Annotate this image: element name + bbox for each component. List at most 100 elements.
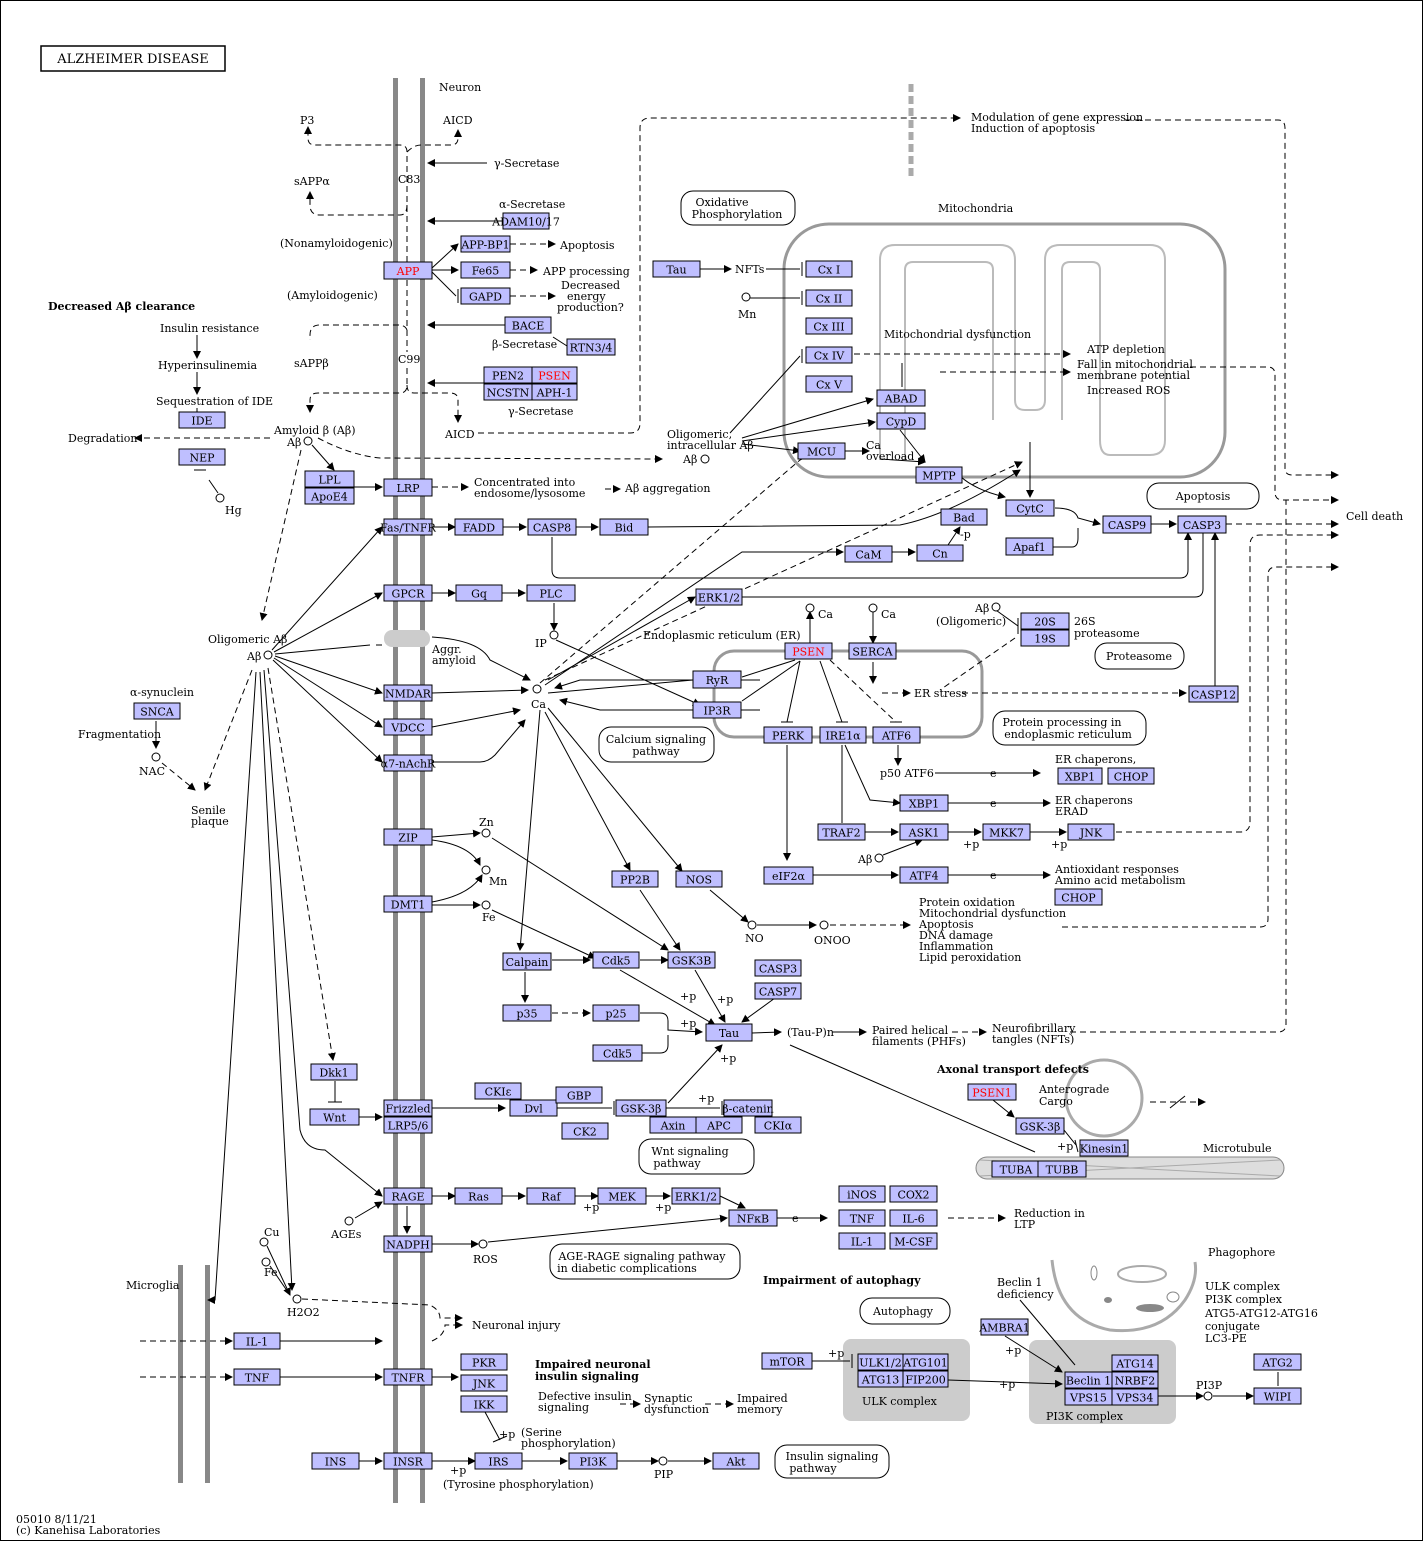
gene-irs[interactable]: IRS <box>474 1452 523 1470</box>
gene-cdk5b[interactable]: Cdk5 <box>592 1044 643 1062</box>
gene-nep[interactable]: NEP <box>178 448 226 466</box>
gene-s20[interactable]: 20S <box>1020 612 1070 630</box>
gene-lpl[interactable]: LPL <box>304 470 355 488</box>
gene-dvl[interactable]: Dvl <box>509 1099 558 1117</box>
gene-p25[interactable]: p25 <box>592 1004 640 1022</box>
gene-gbp[interactable]: GBP <box>555 1086 603 1104</box>
gene-rtn[interactable]: RTN3/4 <box>566 338 616 356</box>
gene-casp7[interactable]: CASP7 <box>754 982 802 1000</box>
gene-cypd[interactable]: CypD <box>876 412 926 430</box>
gene-mtor[interactable]: mTOR <box>761 1352 813 1370</box>
gene-pp2b[interactable]: PP2B <box>611 870 659 888</box>
gene-axin[interactable]: Axin <box>649 1116 697 1134</box>
gene-adam[interactable]: ADAM10/17 <box>491 212 560 230</box>
gene-fe65[interactable]: Fe65 <box>460 261 511 279</box>
gene-chopb[interactable]: CHOP <box>1054 888 1103 906</box>
gene-ask1[interactable]: ASK1 <box>899 823 949 841</box>
gene-ikk[interactable]: IKK <box>460 1395 508 1413</box>
gene-fastnfr[interactable]: Fas/TNFR <box>380 518 437 536</box>
gene-bad[interactable]: Bad <box>940 508 988 526</box>
gene-psen_er[interactable]: PSEN <box>784 642 833 660</box>
gene-mcsf[interactable]: M-CSF <box>889 1232 938 1250</box>
wnt-pathway-link[interactable]: Wnt signaling pathway <box>638 1138 755 1175</box>
oxphos-pathway-link[interactable]: Oxidative Phosphorylation <box>680 190 796 226</box>
gene-abad[interactable]: ABAD <box>876 389 926 407</box>
gene-gapd[interactable]: GAPD <box>460 287 511 305</box>
gene-ncstn[interactable]: NCSTN <box>483 383 533 401</box>
gene-gq[interactable]: Gq <box>455 584 503 602</box>
insulin-pathway-link[interactable]: Insulin signaling pathway <box>774 1444 890 1479</box>
gene-tnfr[interactable]: TNFR <box>383 1368 433 1386</box>
gene-cx1[interactable]: Cx I <box>805 260 853 278</box>
gene-tau_top[interactable]: Tau <box>652 260 701 278</box>
gene-pi3k[interactable]: PI3K <box>568 1452 618 1470</box>
gene-mcu[interactable]: MCU <box>797 442 846 460</box>
gene-atg2[interactable]: ATG2 <box>1253 1353 1302 1371</box>
gene-psen1[interactable]: PSEN1 <box>967 1083 1017 1101</box>
gene-serca[interactable]: SERCA <box>848 642 897 660</box>
gene-pkr[interactable]: PKR <box>460 1353 508 1371</box>
gene-gsk3b_w[interactable]: GSK-3β <box>615 1099 667 1117</box>
gene-erk12a[interactable]: ERK1/2 <box>695 588 743 606</box>
apoptosis-pathway-link[interactable]: Apoptosis <box>1146 482 1260 510</box>
gene-chopa[interactable]: CHOP <box>1107 767 1155 785</box>
gene-casp3[interactable]: CASP3 <box>1177 515 1227 534</box>
gene-casp9[interactable]: CASP9 <box>1102 515 1152 534</box>
gene-tnf[interactable]: TNF <box>233 1368 281 1386</box>
gene-wipi[interactable]: WIPI <box>1253 1387 1302 1405</box>
gene-vps34[interactable]: VPS34 <box>1111 1388 1159 1406</box>
gene-app[interactable]: APP <box>383 261 433 280</box>
gene-cam[interactable]: CaM <box>844 545 893 563</box>
gene-raf[interactable]: Raf <box>526 1187 576 1205</box>
gene-vps15[interactable]: VPS15 <box>1064 1388 1113 1406</box>
gene-kinesin[interactable]: Kinesin1 <box>1079 1139 1129 1157</box>
gene-il6[interactable]: IL-6 <box>889 1209 938 1227</box>
gene-xbp1b[interactable]: XBP1 <box>899 794 949 812</box>
gene-aph1[interactable]: APH-1 <box>531 383 578 401</box>
gene-inos[interactable]: iNOS <box>838 1185 886 1203</box>
gene-mptp[interactable]: MPTP <box>915 466 963 484</box>
gene-atg13[interactable]: ATG13 <box>857 1370 904 1388</box>
gene-atg101[interactable]: ATG101 <box>902 1353 949 1371</box>
gene-s19[interactable]: 19S <box>1020 629 1070 647</box>
gene-psen_a[interactable]: PSEN <box>531 366 578 384</box>
gene-plc[interactable]: PLC <box>526 584 576 602</box>
gene-apaf1[interactable]: Apaf1 <box>1005 537 1054 556</box>
gene-erk12b[interactable]: ERK1/2 <box>671 1187 721 1205</box>
gene-bid[interactable]: Bid <box>599 518 649 536</box>
gene-xbp1a[interactable]: XBP1 <box>1057 767 1103 785</box>
gene-eif2a[interactable]: eIF2α <box>763 866 814 885</box>
gene-tuba[interactable]: TUBA <box>991 1160 1041 1178</box>
gene-zip[interactable]: ZIP <box>383 828 433 846</box>
calcium-pathway-link[interactable]: Calcium signaling pathway <box>598 726 715 763</box>
gene-casp3b[interactable]: CASP3 <box>754 959 802 977</box>
gene-frizzled[interactable]: Frizzled <box>383 1099 433 1117</box>
gene-gsk3b_ax[interactable]: GSK-3β <box>1015 1117 1065 1135</box>
gene-ryr[interactable]: RyR <box>692 670 742 689</box>
gene-il1_r[interactable]: IL-1 <box>838 1232 886 1250</box>
gene-casp12[interactable]: CASP12 <box>1188 685 1239 703</box>
gene-casp8[interactable]: CASP8 <box>527 518 577 536</box>
protein-processing-link[interactable]: Protein processing in endoplasmic reticu… <box>992 710 1147 746</box>
gene-vdcc[interactable]: VDCC <box>383 718 433 736</box>
gene-cx4[interactable]: Cx IV <box>805 346 853 364</box>
gene-bace[interactable]: BACE <box>504 316 552 334</box>
gene-cytc[interactable]: CytC <box>1005 499 1055 517</box>
gene-atf6[interactable]: ATF6 <box>872 726 921 744</box>
gene-jnkb[interactable]: JNK <box>460 1374 508 1392</box>
gene-gsk3b_a[interactable]: GSK3B <box>667 951 716 969</box>
gene-mkk7[interactable]: MKK7 <box>982 823 1031 841</box>
gene-bcat[interactable]: β-catenin <box>722 1099 774 1117</box>
gene-traf2[interactable]: TRAF2 <box>817 823 866 841</box>
gene-nmdar[interactable]: NMDAR <box>383 684 433 702</box>
gene-ulk12[interactable]: ULK1/2 <box>857 1353 904 1371</box>
gene-calpain[interactable]: Calpain <box>502 952 552 971</box>
gene-ckia[interactable]: CKIα <box>754 1116 802 1134</box>
gene-ck2[interactable]: CK2 <box>561 1122 609 1140</box>
gene-tubb[interactable]: TUBB <box>1037 1160 1087 1178</box>
gene-tau[interactable]: Tau <box>705 1023 753 1042</box>
gene-cn[interactable]: Cn <box>916 544 964 562</box>
gene-nrbf2[interactable]: NRBF2 <box>1111 1371 1159 1389</box>
gene-apoe4[interactable]: ApoE4 <box>304 487 355 505</box>
gene-akt[interactable]: Akt <box>712 1452 760 1470</box>
